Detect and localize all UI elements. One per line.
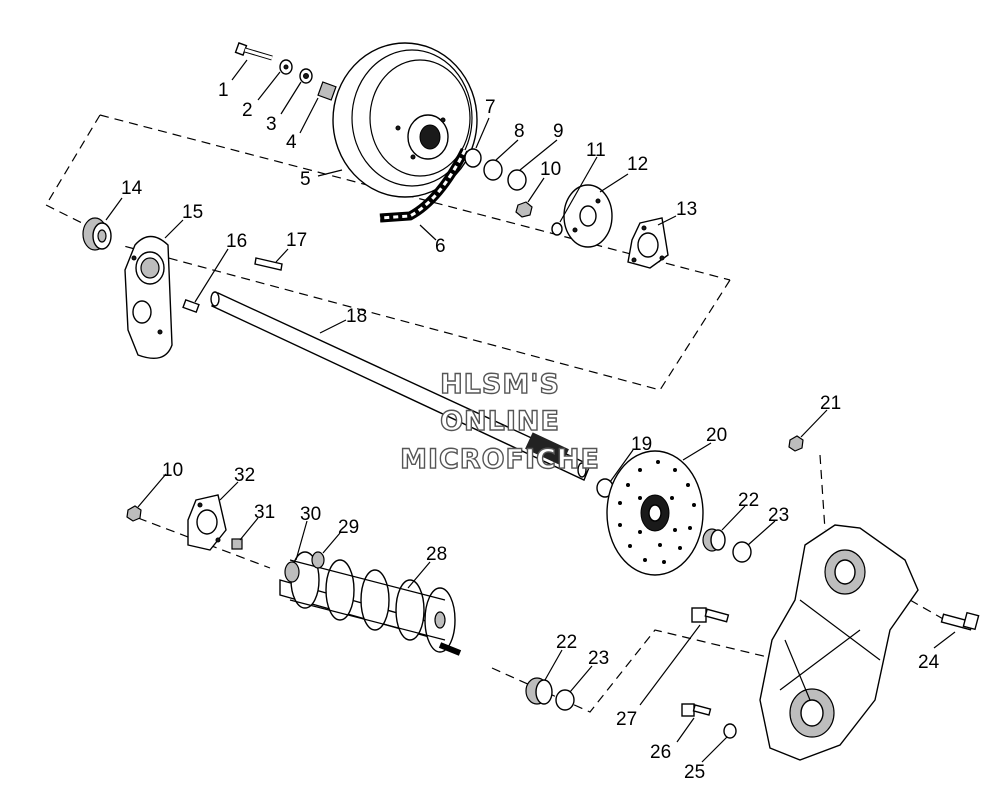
part-1-bolt bbox=[234, 42, 273, 61]
callout-4: 4 bbox=[286, 132, 297, 153]
callout-31: 31 bbox=[254, 502, 275, 523]
callout-labels: 1 2 3 4 5 6 7 8 9 10 11 12 13 14 15 16 1… bbox=[121, 80, 940, 783]
part-5-drive-pulley bbox=[332, 42, 478, 198]
callout-22-lower: 22 bbox=[556, 632, 577, 653]
part-32-flange bbox=[187, 494, 227, 551]
part-23-cap-lower bbox=[555, 689, 575, 711]
callout-26: 26 bbox=[650, 742, 671, 763]
callout-16: 16 bbox=[226, 231, 247, 252]
part-22-bushing-upper bbox=[702, 528, 726, 552]
part-25-washer bbox=[723, 723, 737, 739]
part-18-shaft bbox=[210, 291, 591, 481]
callout-30: 30 bbox=[300, 504, 321, 525]
part-10-nut-upper bbox=[515, 201, 533, 218]
callout-9: 9 bbox=[553, 121, 564, 142]
callout-14: 14 bbox=[121, 178, 143, 199]
leader-lines bbox=[105, 59, 956, 763]
callout-20: 20 bbox=[706, 425, 727, 446]
callout-8: 8 bbox=[514, 121, 525, 142]
watermark-line-2: ONLINE bbox=[440, 406, 560, 437]
part-20-brake-disc bbox=[606, 450, 704, 576]
part-23-cap-upper bbox=[732, 541, 752, 563]
watermark: HLSM'S ONLINE MICROFICHE bbox=[399, 368, 600, 475]
part-30-bearing bbox=[284, 561, 300, 583]
callout-19: 19 bbox=[631, 434, 652, 455]
callout-3: 3 bbox=[266, 114, 277, 135]
part-27-bolt bbox=[691, 607, 730, 623]
callout-24: 24 bbox=[918, 652, 940, 673]
callout-12: 12 bbox=[627, 154, 648, 175]
callout-1: 1 bbox=[218, 80, 229, 101]
callout-13: 13 bbox=[676, 199, 697, 220]
part-21-nut bbox=[788, 435, 804, 452]
part-17-key bbox=[254, 257, 283, 271]
part-8-ring bbox=[483, 159, 503, 181]
part-11-washer bbox=[551, 222, 563, 236]
callout-10-upper: 10 bbox=[540, 159, 561, 180]
callout-28: 28 bbox=[426, 544, 447, 565]
callout-2: 2 bbox=[242, 100, 253, 121]
callout-32: 32 bbox=[234, 465, 255, 486]
callout-7: 7 bbox=[485, 97, 496, 118]
part-26-bolt bbox=[681, 703, 712, 717]
callout-15: 15 bbox=[182, 202, 203, 223]
callout-22-upper: 22 bbox=[738, 490, 759, 511]
part-4-bushing bbox=[317, 81, 337, 101]
part-31-bolt bbox=[231, 538, 243, 550]
part-28-drive-sprockets bbox=[279, 551, 462, 656]
alignment-lines bbox=[45, 114, 946, 713]
part-7-ring bbox=[464, 148, 482, 168]
callout-23-upper: 23 bbox=[768, 505, 789, 526]
callout-25: 25 bbox=[684, 762, 705, 783]
callout-5: 5 bbox=[300, 169, 311, 190]
watermark-line-1: HLSM'S bbox=[440, 369, 560, 400]
callout-29: 29 bbox=[338, 517, 359, 538]
callout-10-lower: 10 bbox=[162, 460, 183, 481]
watermark-line-3: MICROFICHE bbox=[400, 444, 600, 475]
part-14-bearing bbox=[82, 217, 112, 251]
callout-18: 18 bbox=[346, 306, 367, 327]
callout-21: 21 bbox=[820, 393, 841, 414]
part-13-bearing-flange bbox=[627, 217, 669, 269]
part-24-bolt bbox=[940, 611, 980, 631]
callout-23-lower: 23 bbox=[588, 648, 609, 669]
callout-11: 11 bbox=[586, 140, 606, 161]
callout-17: 17 bbox=[286, 230, 307, 251]
part-9-ring bbox=[507, 169, 527, 191]
callout-6: 6 bbox=[435, 236, 446, 257]
part-22-bushing-lower bbox=[525, 677, 553, 705]
part-12-plate bbox=[563, 184, 613, 248]
callout-27: 27 bbox=[616, 709, 637, 730]
chaincase-housing bbox=[759, 524, 919, 761]
part-29-spacer bbox=[311, 551, 325, 569]
part-6-chain bbox=[379, 147, 470, 223]
part-15-mounting-plate bbox=[124, 235, 173, 359]
part-16-bolt bbox=[182, 298, 200, 314]
part-10-nut-lower bbox=[126, 505, 142, 522]
